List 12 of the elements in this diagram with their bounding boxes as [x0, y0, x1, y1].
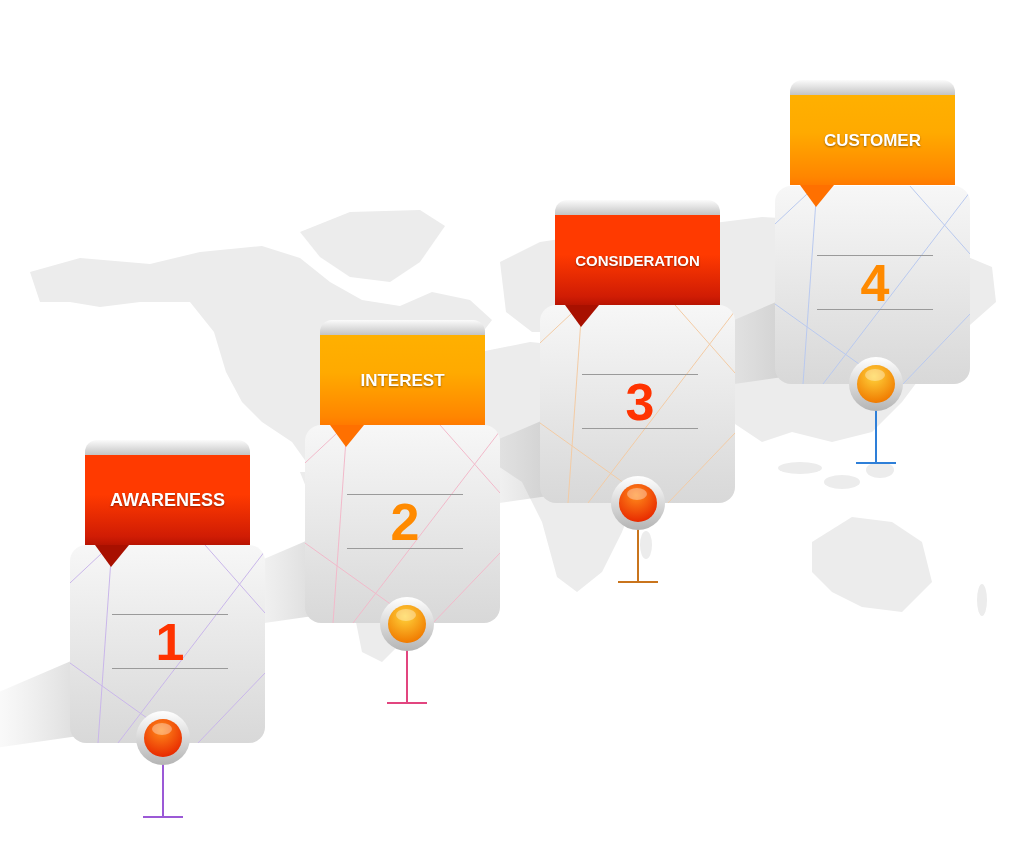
stage-title: CUSTOMER: [824, 131, 921, 149]
stage-number: 1: [155, 615, 185, 668]
banner-tag: [85, 440, 250, 545]
stage-number: 4: [860, 256, 890, 309]
stage-number: 2: [390, 495, 420, 548]
banner-tag: [790, 80, 955, 185]
stage-title: AWARENESS: [110, 491, 225, 509]
stage-title: INTEREST: [360, 371, 445, 389]
stage-number: 3: [625, 375, 655, 428]
banner-tag: [320, 320, 485, 425]
stage-title: CONSIDERATION: [575, 252, 700, 268]
banner-tag: [555, 200, 720, 305]
